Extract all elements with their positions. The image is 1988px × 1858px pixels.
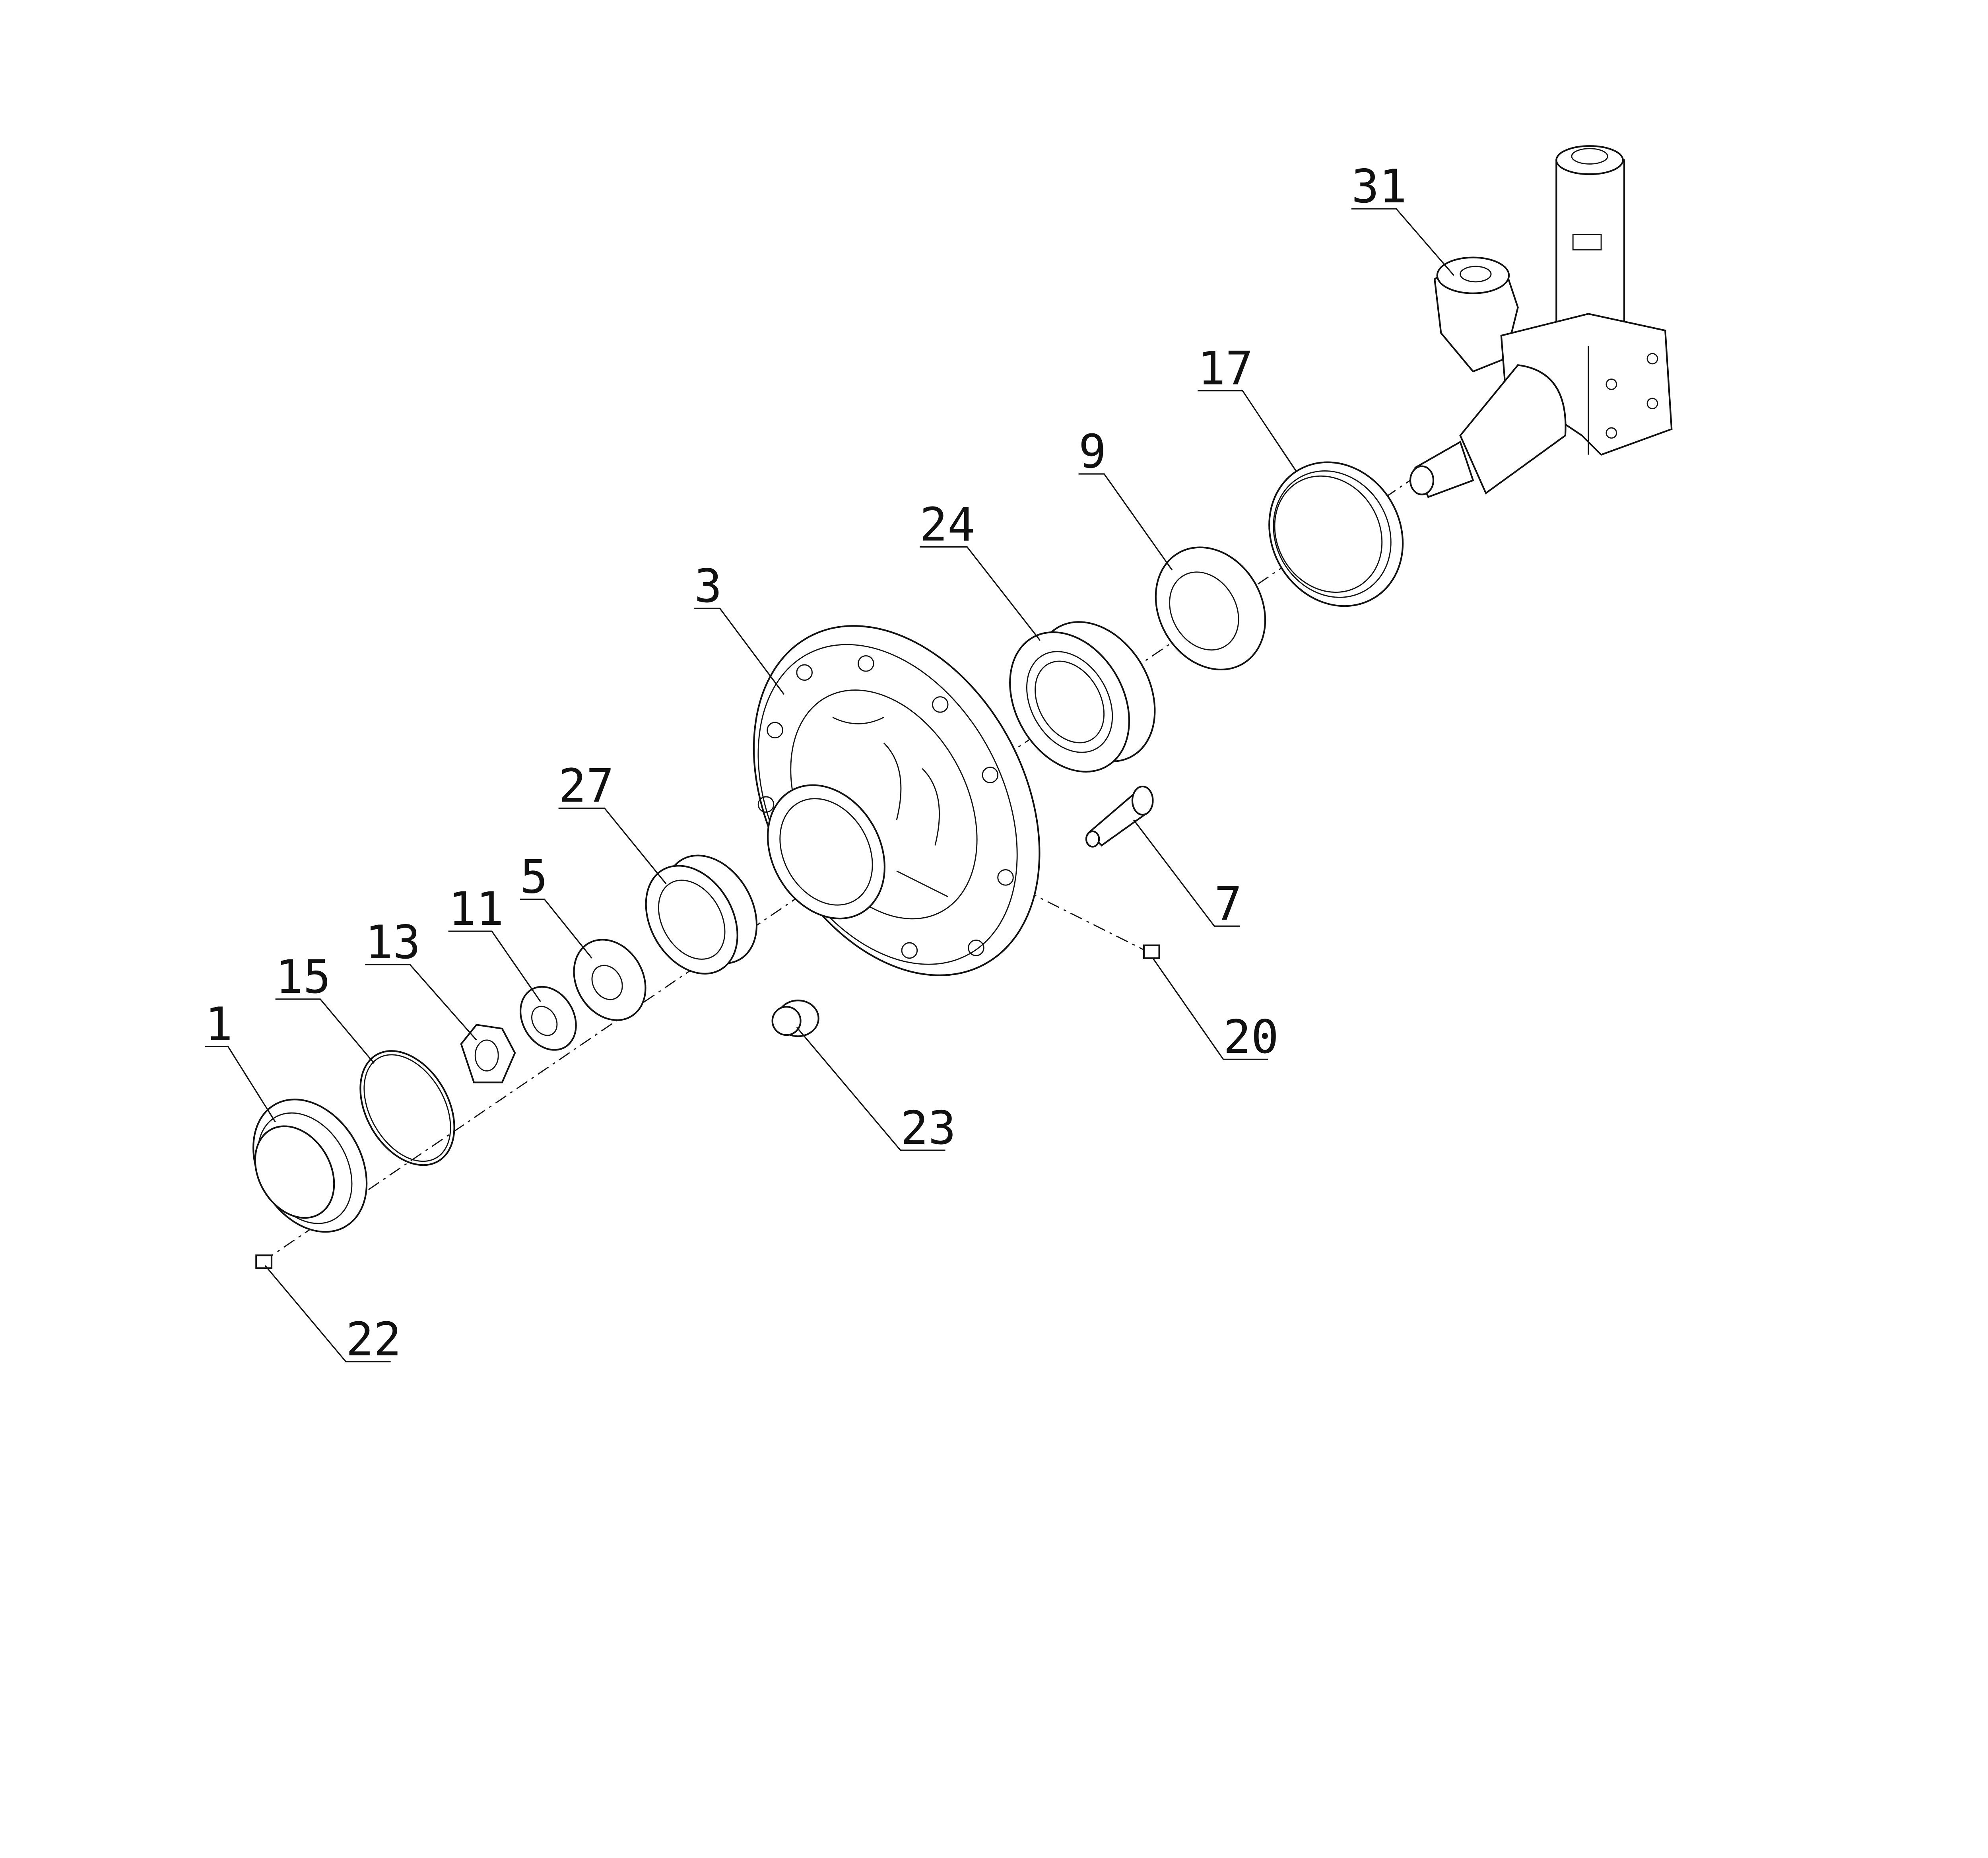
callout-label-13: 13: [365, 916, 421, 969]
callout-11: 11: [448, 882, 541, 1002]
callout-label-5: 5: [520, 850, 548, 904]
part-hub-cap: [252, 1099, 368, 1233]
callout-1: 1: [205, 998, 276, 1123]
callout-17: 17: [1198, 342, 1297, 472]
exploded-diagram: 31 17 9 24 3 27 5 11 13 15 1 22: [205, 145, 1673, 1367]
part-inner-bearing: [1009, 621, 1156, 773]
callout-13: 13: [365, 916, 477, 1041]
part-seal-ring: [1268, 461, 1404, 607]
callout-3: 3: [694, 559, 784, 695]
part-washer: [573, 939, 646, 1021]
part-o-ring: [359, 1050, 455, 1166]
callout-label-1: 1: [205, 998, 233, 1051]
callout-label-23: 23: [901, 1101, 956, 1155]
callout-15: 15: [276, 950, 375, 1064]
part-screw: [255, 1254, 273, 1269]
callout-label-3: 3: [694, 559, 722, 613]
part-outer-bearing: [645, 854, 758, 975]
part-wheel-stud: [1085, 785, 1154, 848]
callout-9: 9: [1079, 425, 1173, 571]
callout-label-17: 17: [1198, 342, 1253, 395]
callout-22: 22: [264, 1265, 402, 1367]
callout-label-7: 7: [1214, 877, 1242, 931]
callout-label-11: 11: [448, 882, 504, 936]
callout-24: 24: [920, 498, 1041, 641]
part-lock-washer: [520, 986, 577, 1051]
stud-axis: [1024, 889, 1153, 955]
callout-20: 20: [1152, 957, 1279, 1064]
callout-27: 27: [559, 759, 667, 884]
callout-label-9: 9: [1079, 425, 1107, 479]
part-wheel-hub: [753, 625, 1041, 976]
part-spacer-ring: [1155, 546, 1266, 671]
part-flange-nut: [771, 1000, 819, 1037]
part-steering-knuckle: [1409, 145, 1673, 498]
part-grease-nipple: [1143, 944, 1160, 959]
callout-23: 23: [796, 1027, 956, 1155]
callout-5: 5: [520, 850, 592, 959]
callout-7: 7: [1133, 819, 1242, 931]
callout-label-15: 15: [276, 950, 331, 1004]
callout-label-27: 27: [559, 759, 614, 813]
callout-label-24: 24: [920, 498, 975, 552]
callout-31: 31: [1351, 160, 1454, 276]
callout-label-22: 22: [346, 1313, 402, 1367]
callout-label-20: 20: [1223, 1010, 1279, 1064]
part-hex-nut: [460, 1024, 516, 1083]
callout-label-31: 31: [1351, 160, 1407, 214]
